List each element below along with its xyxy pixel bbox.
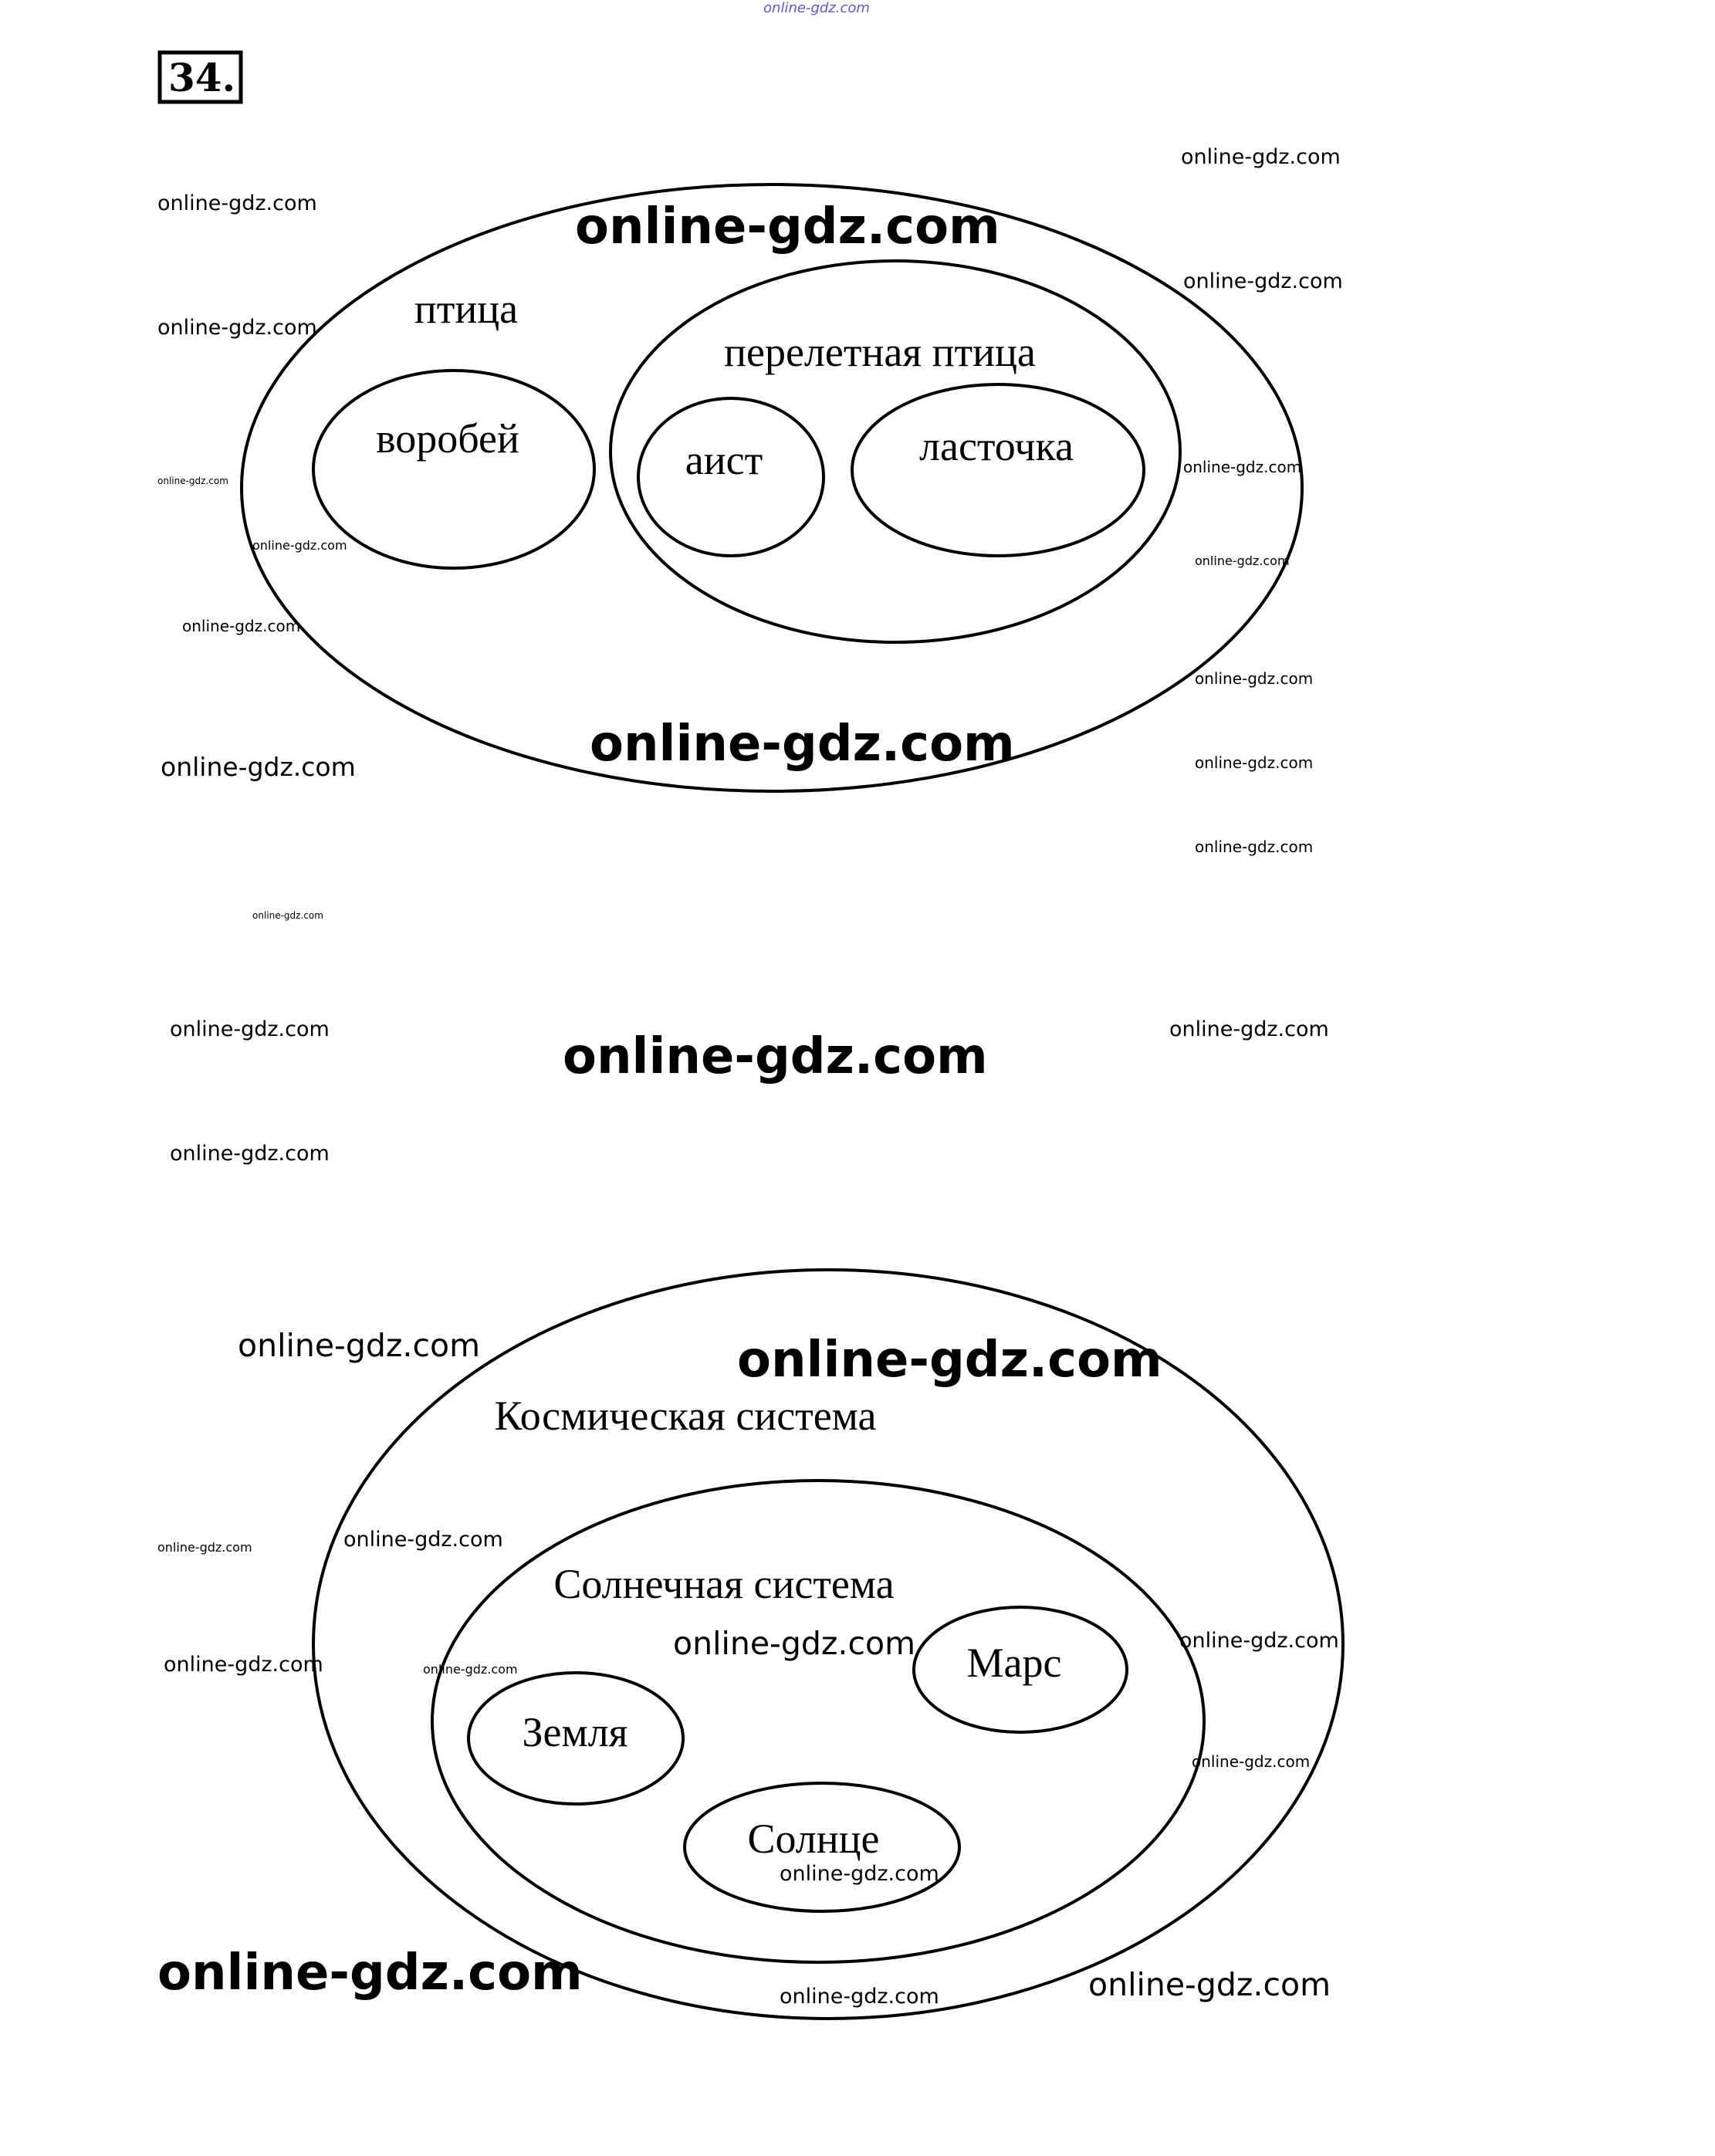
exercise-number: 34. (157, 50, 243, 104)
watermark-text: online-gdz.com (1179, 1629, 1339, 1653)
watermark-text: online-gdz.com (1169, 1017, 1329, 1041)
watermark-text: online-gdz.com (157, 1540, 252, 1555)
watermark-text: online-gdz.com (423, 1662, 518, 1677)
solar-system-label: Солнечная система (553, 1561, 894, 1607)
sun-label: Солнце (747, 1816, 879, 1862)
migratory-bird-ellipse (609, 259, 1182, 644)
mars-ellipse (912, 1606, 1128, 1734)
watermark-text: online-gdz.com (1088, 1966, 1331, 2003)
watermark-text: online-gdz.com (1195, 838, 1313, 856)
bird-diagram: птица воробей перелетная птица аист ласт… (240, 183, 1304, 793)
watermark-text: online-gdz.com (343, 1528, 503, 1552)
watermark-text: online-gdz.com (161, 752, 356, 782)
watermark-text: online-gdz.com (252, 538, 347, 553)
watermark-text: online-gdz.com (673, 1625, 915, 1662)
cosmic-system-ellipse (312, 1268, 1345, 2020)
swallow-label: ласточка (919, 423, 1074, 469)
stork-label: аист (685, 437, 763, 483)
watermark-text: online-gdz.com (590, 716, 1015, 773)
stork-ellipse (637, 397, 825, 557)
watermark-text: online-gdz.com (763, 0, 870, 16)
watermarks: online-gdz.com online-gdz.com online-gdz… (157, 0, 1343, 2009)
earth-label: Земля (523, 1709, 628, 1755)
watermark-text: online-gdz.com (170, 1017, 330, 1041)
watermark-text: online-gdz.com (170, 1142, 330, 1166)
solar-system-ellipse (431, 1479, 1206, 1964)
watermark-text: online-gdz.com (157, 1944, 583, 2002)
sparrow-label: воробей (376, 415, 519, 462)
watermark-text: online-gdz.com (238, 1327, 480, 1364)
sun-ellipse (683, 1782, 961, 1913)
swallow-ellipse (851, 383, 1145, 557)
watermark-text: online-gdz.com (164, 1653, 323, 1677)
watermark-text: online-gdz.com (780, 1862, 939, 1886)
watermark-text: online-gdz.com (1183, 458, 1301, 476)
watermark-text: online-gdz.com (1195, 669, 1313, 688)
watermark-text: online-gdz.com (563, 1028, 988, 1085)
watermark-text: online-gdz.com (1181, 145, 1341, 169)
watermark-text: online-gdz.com (575, 198, 1000, 256)
watermark-text: online-gdz.com (780, 1985, 939, 2009)
watermark-text: online-gdz.com (1195, 553, 1290, 568)
watermark-text: online-gdz.com (1192, 1752, 1310, 1771)
watermark-text: online-gdz.com (157, 191, 317, 215)
watermark-text: online-gdz.com (252, 910, 323, 921)
sparrow-ellipse (312, 369, 596, 570)
space-diagram: Космическая система Солнечная система Зе… (312, 1268, 1345, 2020)
watermark-text: online-gdz.com (1183, 269, 1343, 293)
migratory-bird-label: перелетная птица (724, 329, 1036, 375)
bird-outer-ellipse (240, 183, 1304, 793)
watermark-text: online-gdz.com (182, 617, 300, 635)
bird-outer-label: птица (414, 286, 518, 332)
watermark-text: online-gdz.com (157, 316, 317, 340)
earth-ellipse (467, 1671, 685, 1806)
exercise-number-text: 34. (168, 55, 235, 100)
watermark-text: online-gdz.com (157, 476, 228, 486)
watermark-text: online-gdz.com (737, 1332, 1162, 1389)
cosmic-system-label: Космическая система (494, 1393, 876, 1439)
watermark-text: online-gdz.com (1195, 753, 1313, 772)
exercise-number-box (157, 50, 243, 104)
mars-label: Марс (967, 1640, 1062, 1686)
